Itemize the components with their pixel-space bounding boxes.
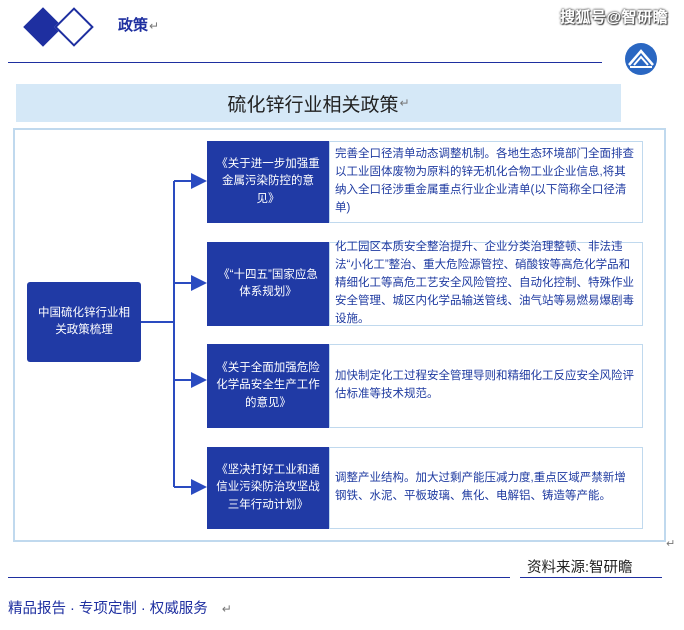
header-divider bbox=[8, 62, 602, 63]
diagram-title: 硫化锌行业相关政策↵ bbox=[16, 84, 621, 122]
policy-description: 调整产业结构。加大过剩产能压减力度,重点区域严禁新增钢铁、水泥、平板玻璃、焦化、… bbox=[329, 447, 643, 529]
policy-node: 《关于进一步加强重金属污染防控的意见》 bbox=[207, 141, 329, 223]
policy-description: 完善全口径清单动态调整机制。各地生态环境部门全面排查以工业固体废物为原料的锌无机… bbox=[329, 141, 643, 223]
brand-logo-icon bbox=[625, 43, 657, 75]
watermark: 搜狐号@智研瞻 bbox=[560, 9, 669, 26]
policy-node: 《坚决打好工业和通信业污染防治攻坚战三年行动计划》 bbox=[207, 447, 329, 529]
footer-divider bbox=[520, 577, 662, 578]
root-node: 中国硫化锌行业相关政策梳理 bbox=[27, 282, 141, 362]
diagram-frame bbox=[13, 128, 666, 542]
policy-node: 《关于全面加强危险化学品安全生产工作的意见》 bbox=[207, 344, 329, 428]
policy-description: 化工园区本质安全整治提升、企业分类治理整顿、非法违法“小化工”整治、重大危险源管… bbox=[329, 241, 643, 326]
paragraph-mark: ↵ bbox=[666, 538, 676, 550]
source-note: 资料来源:智研瞻 bbox=[527, 560, 633, 576]
footer-divider bbox=[8, 577, 510, 578]
policy-node: 《“十四五”国家应急体系规划》 bbox=[207, 242, 329, 326]
footer-tagline: 精品报告 · 专项定制 · 权威服务↵ bbox=[8, 601, 232, 617]
policy-description: 加快制定化工过程安全管理导则和精细化工反应安全风险评估标准等技术规范。 bbox=[329, 344, 643, 428]
section-title: 政策↵ bbox=[118, 17, 160, 34]
